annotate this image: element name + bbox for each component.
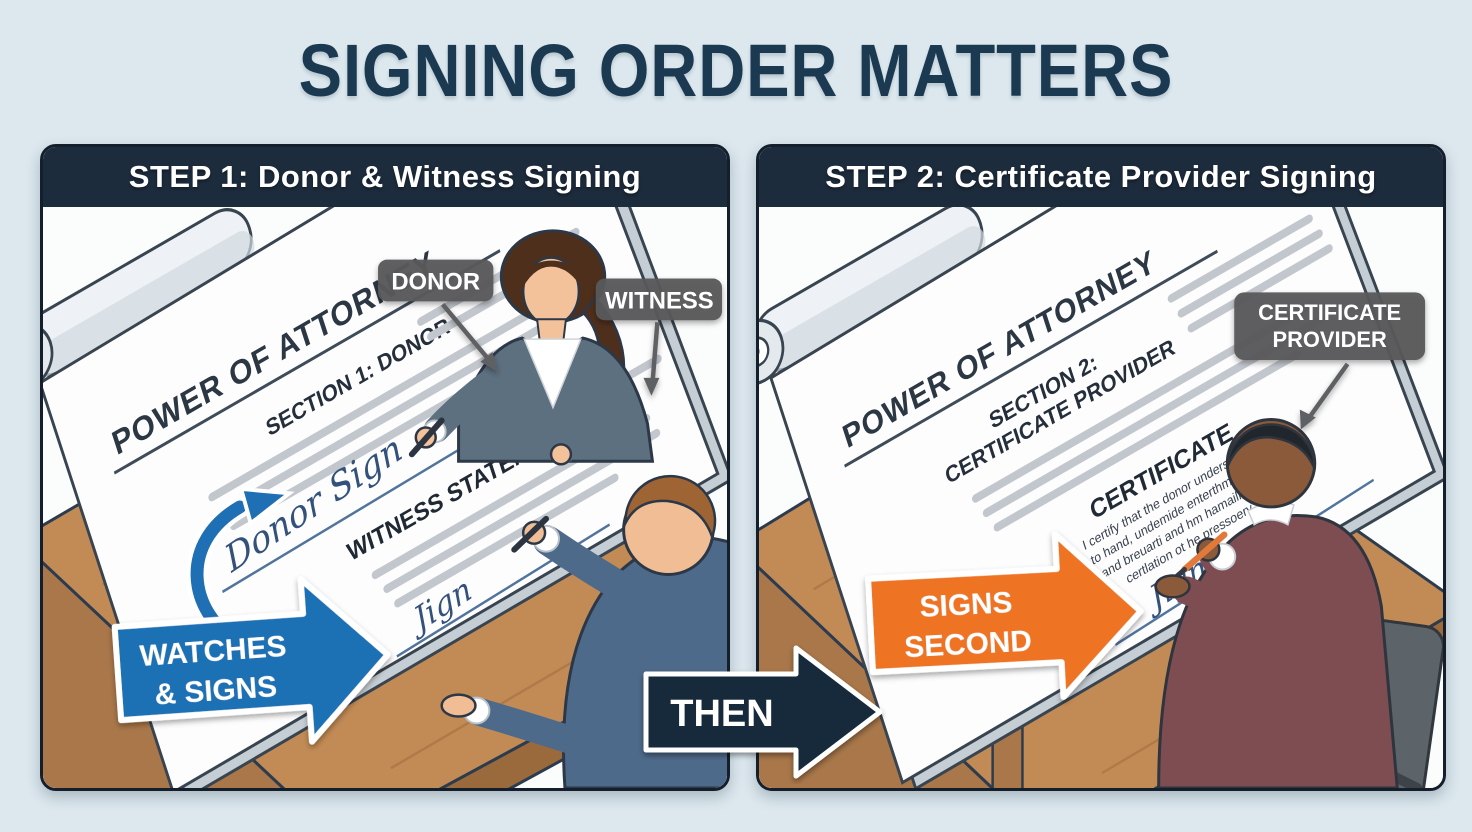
certificate-provider-figure	[1154, 418, 1399, 788]
page-title: SIGNING ORDER MATTERS	[298, 29, 1174, 112]
step2-illustration: POWER OF ATTORNEY SECTION 2: CERTIFICATE…	[759, 207, 1443, 788]
scroll-spiral	[759, 336, 770, 368]
donor-label-arrowhead	[480, 352, 499, 372]
scroll-end	[759, 318, 785, 386]
donor-label-text: DONOR	[391, 268, 480, 295]
second-text: SECOND	[904, 625, 1033, 665]
step1-header: STEP 1: Donor & Witness Signing	[43, 147, 727, 207]
step2-header: STEP 2: Certificate Provider Signing	[759, 147, 1443, 207]
scroll-shading	[759, 226, 986, 374]
scroll-shading	[43, 231, 255, 379]
provider-label-arrowhead	[1299, 409, 1316, 430]
witness-label: WITNESS	[595, 278, 723, 396]
witness-label-text: WITNESS	[605, 287, 714, 314]
provider-orange-pen	[1181, 531, 1228, 573]
witness-label-arrowhead	[643, 377, 660, 396]
doc2-title-rule	[844, 249, 1218, 468]
scroll-end	[43, 323, 54, 391]
provider-label-line2: PROVIDER	[1273, 327, 1387, 352]
donor-pen	[408, 417, 445, 458]
provider-label-line1: CERTIFICATE	[1258, 300, 1401, 325]
certificate-provider-label: CERTIFICATE PROVIDER	[1234, 292, 1426, 430]
step1-illustration: POWER OF ATTORNEY SECTION 1: DONOR Donor…	[43, 207, 727, 788]
signs-text: SIGNS	[919, 586, 1013, 624]
then-text: THEN	[670, 693, 773, 735]
watches-signs-arrow: WATCHES & SIGNS	[111, 576, 391, 745]
step2-panel: STEP 2: Certificate Provider Signing	[756, 144, 1446, 791]
signs-second-arrow: SIGNS SECOND	[865, 531, 1144, 700]
witness-pen	[511, 515, 550, 553]
donor-label: DONOR	[378, 259, 499, 372]
donor-figure	[408, 229, 655, 466]
step1-panel: STEP 1: Donor & Witness Signing	[40, 144, 730, 791]
then-connector-arrow: THEN	[643, 645, 883, 779]
